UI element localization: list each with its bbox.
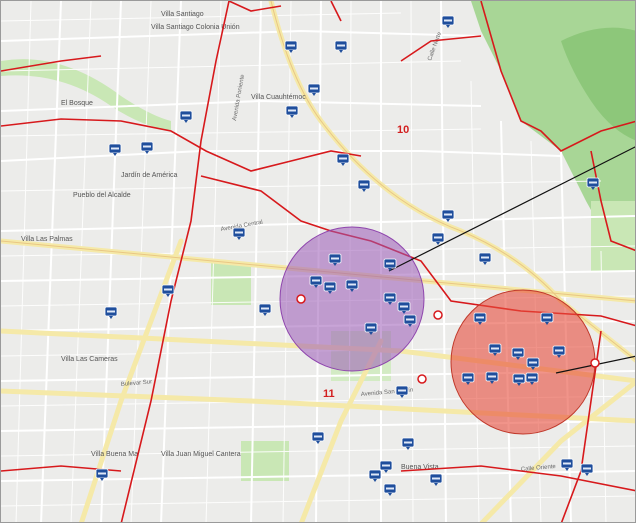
place-labels: Villa Santiago Villa Santiago Colonia Un… xyxy=(21,11,439,471)
station-marker[interactable] xyxy=(323,281,337,294)
station-marker[interactable] xyxy=(95,468,109,481)
station-marker[interactable] xyxy=(140,141,154,154)
station-marker[interactable] xyxy=(161,284,175,297)
place-label: Villa Buena Ma xyxy=(91,451,138,458)
station-marker[interactable] xyxy=(488,343,502,356)
station-marker[interactable] xyxy=(328,253,342,266)
station-marker[interactable] xyxy=(357,179,371,192)
red-point-marker xyxy=(296,294,306,304)
district-label-10: 10 xyxy=(397,124,409,136)
red-coverage-zone[interactable] xyxy=(450,289,596,435)
park-block xyxy=(241,441,289,481)
place-label: Buena Vista xyxy=(401,464,439,471)
station-marker[interactable] xyxy=(429,473,443,486)
place-label: Pueblo del Alcalde xyxy=(73,192,131,199)
station-marker[interactable] xyxy=(232,227,246,240)
station-marker[interactable] xyxy=(511,347,525,360)
red-point-marker xyxy=(433,310,443,320)
station-marker[interactable] xyxy=(441,209,455,222)
svg-text:Calle Oriente: Calle Oriente xyxy=(521,464,557,473)
station-marker[interactable] xyxy=(383,292,397,305)
red-point-marker xyxy=(590,358,600,368)
park-strip xyxy=(1,59,171,131)
station-marker[interactable] xyxy=(334,40,348,53)
svg-text:Bulevar Sur: Bulevar Sur xyxy=(121,379,153,388)
station-marker[interactable] xyxy=(560,458,574,471)
station-marker[interactable] xyxy=(258,303,272,316)
red-point-markers xyxy=(296,294,600,384)
station-marker[interactable] xyxy=(512,373,526,386)
station-marker[interactable] xyxy=(441,15,455,28)
place-label: Jardín de América xyxy=(121,172,178,179)
station-marker[interactable] xyxy=(345,279,359,292)
station-marker[interactable] xyxy=(478,252,492,265)
station-marker[interactable] xyxy=(403,314,417,327)
park-block xyxy=(211,263,251,305)
station-marker[interactable] xyxy=(431,232,445,245)
svg-text:Avenida San Martín: Avenida San Martín xyxy=(361,387,414,398)
place-label: Villa Las Cameras xyxy=(61,356,118,363)
station-marker[interactable] xyxy=(383,483,397,496)
park-block xyxy=(591,201,635,271)
place-label: El Bosque xyxy=(61,100,93,107)
red-point-marker xyxy=(417,374,427,384)
station-marker[interactable] xyxy=(552,345,566,358)
station-marker[interactable] xyxy=(368,469,382,482)
station-marker[interactable] xyxy=(284,40,298,53)
station-marker[interactable] xyxy=(108,143,122,156)
station-marker[interactable] xyxy=(311,431,325,444)
station-marker[interactable] xyxy=(395,385,409,398)
station-marker[interactable] xyxy=(383,258,397,271)
station-marker[interactable] xyxy=(379,460,393,473)
station-marker[interactable] xyxy=(104,306,118,319)
station-marker[interactable] xyxy=(461,372,475,385)
forest-area-dark xyxy=(561,27,635,141)
station-markers[interactable] xyxy=(95,15,600,496)
place-label: Villa Las Palmas xyxy=(21,236,73,243)
station-marker[interactable] xyxy=(364,322,378,335)
station-marker[interactable] xyxy=(397,301,411,314)
station-marker[interactable] xyxy=(307,83,321,96)
callout-line xyxy=(388,146,635,272)
station-marker[interactable] xyxy=(309,275,323,288)
station-marker[interactable] xyxy=(526,357,540,370)
station-marker[interactable] xyxy=(336,153,350,166)
place-label: Villa Cuauhtémoc xyxy=(251,94,306,101)
place-label: Villa Juan Miguel Cantera xyxy=(161,451,241,458)
station-marker[interactable] xyxy=(586,177,600,190)
station-marker[interactable] xyxy=(540,312,554,325)
station-marker[interactable] xyxy=(401,437,415,450)
station-marker[interactable] xyxy=(285,105,299,118)
station-marker[interactable] xyxy=(179,110,193,123)
station-marker[interactable] xyxy=(525,372,539,385)
place-label: Villa Santiago xyxy=(161,11,204,18)
station-marker[interactable] xyxy=(473,312,487,325)
station-marker[interactable] xyxy=(485,371,499,384)
station-marker[interactable] xyxy=(580,463,594,476)
place-label: Villa Santiago Colonia Unión xyxy=(151,24,240,31)
district-label-11: 11 xyxy=(323,388,335,400)
